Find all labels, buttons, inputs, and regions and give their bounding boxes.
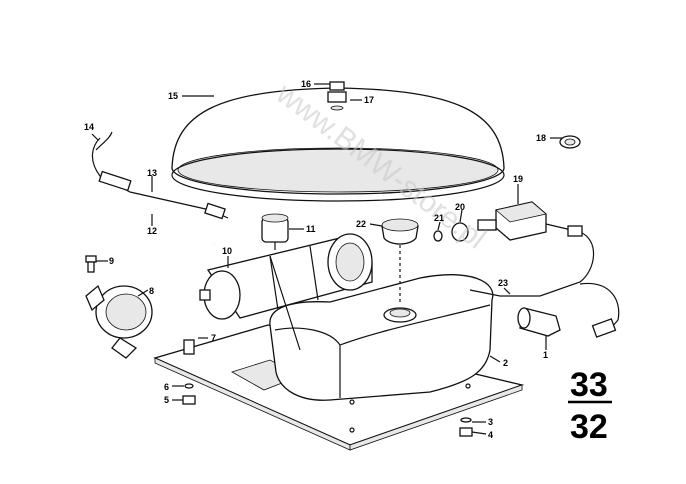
fastener-16-17 <box>327 81 347 111</box>
tank-body <box>269 274 494 401</box>
callout-17: 17 <box>364 95 374 105</box>
wire-harness <box>469 223 620 338</box>
filler-neck <box>381 218 419 305</box>
callout-5: 5 <box>164 395 169 405</box>
pipes-and-hose <box>91 131 229 245</box>
grommet <box>559 135 581 149</box>
fastener-5-6-7 <box>182 339 196 405</box>
screw <box>85 255 97 273</box>
callout-8: 8 <box>149 286 154 296</box>
callout-9: 9 <box>109 256 114 266</box>
callout-11: 11 <box>306 224 316 234</box>
callout-16: 16 <box>301 79 311 89</box>
cover-dome <box>171 87 505 202</box>
group-code-bottom: 32 <box>570 408 608 446</box>
switch-assembly <box>433 201 547 242</box>
callout-20: 20 <box>455 202 465 212</box>
callout-10: 10 <box>222 246 232 256</box>
callout-4: 4 <box>488 430 493 440</box>
callout-21: 21 <box>434 213 444 223</box>
fastener-3-4 <box>459 417 473 437</box>
group-code-top: 33 <box>570 366 608 404</box>
callout-22: 22 <box>356 219 366 229</box>
clamp-ring <box>85 284 153 359</box>
callout-18: 18 <box>536 133 546 143</box>
callout-7: 7 <box>211 333 216 343</box>
callout-2: 2 <box>503 358 508 368</box>
callout-12: 12 <box>147 226 157 236</box>
callout-1: 1 <box>543 350 548 360</box>
cylinder-unit <box>199 233 373 351</box>
callout-19: 19 <box>513 174 523 184</box>
callout-15: 15 <box>168 91 178 101</box>
leader-lines <box>91 83 562 435</box>
callout-23: 23 <box>498 278 508 288</box>
callout-3: 3 <box>488 417 493 427</box>
callout-6: 6 <box>164 382 169 392</box>
callout-14: 14 <box>84 122 94 132</box>
callout-13: 13 <box>147 168 157 178</box>
relay-box <box>261 213 289 250</box>
